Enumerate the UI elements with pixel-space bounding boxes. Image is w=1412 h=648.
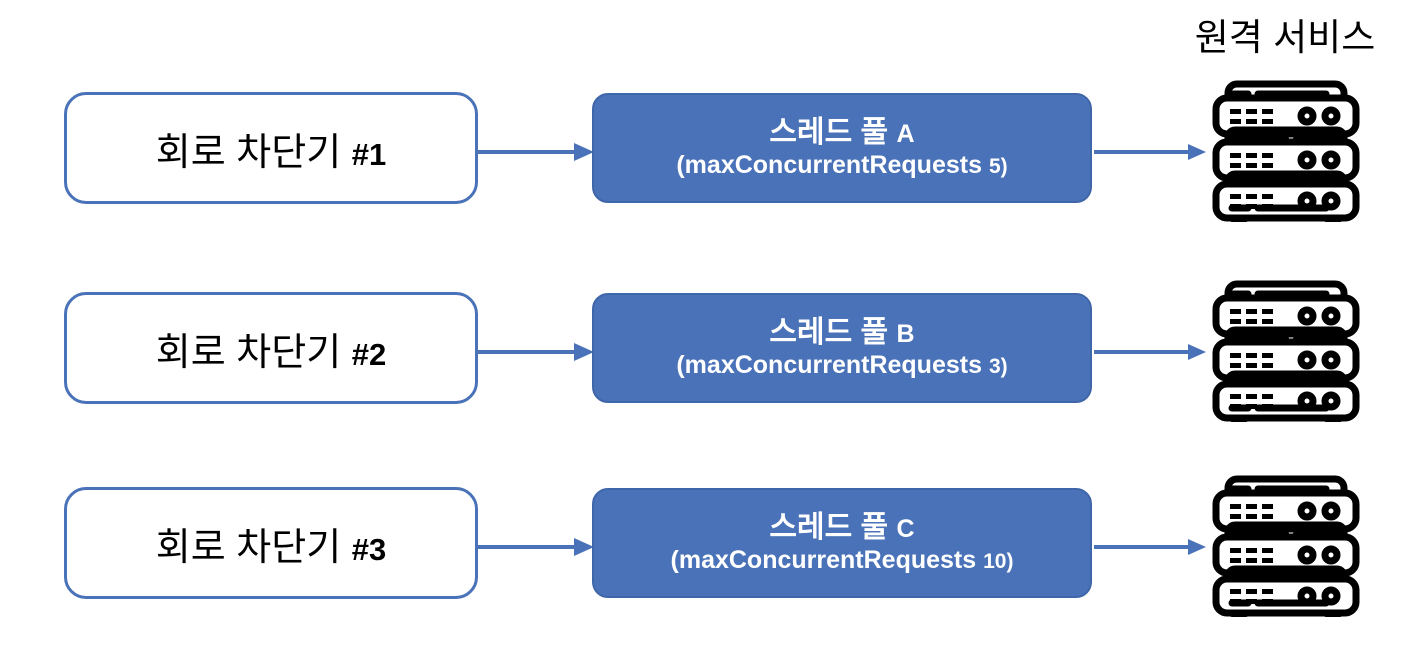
thread-pool-param-value-2: 3) — [988, 355, 1008, 379]
circuit-breaker-text-1: 회로 차단기 — [155, 131, 342, 174]
circuit-breaker-number-1: #1 — [351, 136, 387, 172]
circuit-breaker-label-1: 회로 차단기 #1 — [156, 121, 386, 176]
circuit-breaker-text-3: 회로 차단기 — [155, 526, 342, 569]
remote-service-title: 원격 서비스 — [1194, 17, 1376, 58]
thread-pool-letter-2: B — [896, 319, 915, 348]
thread-pool-subtitle-2: (maxConcurrentRequests 3) — [676, 351, 1007, 380]
arrow-pool-to-service-2 — [1094, 339, 1206, 365]
thread-pool-box-1[interactable]: 스레드 풀 A (maxConcurrentRequests 5) — [592, 93, 1092, 203]
circuit-breaker-box-1[interactable]: 회로 차단기 #1 — [64, 92, 478, 204]
arrow-breaker-to-pool-3 — [478, 534, 594, 560]
circuit-breaker-number-3: #3 — [351, 531, 387, 567]
server-rack-icon-3 — [1202, 475, 1370, 617]
thread-pool-param-label-3: (maxConcurrentRequests — [670, 546, 977, 575]
circuit-breaker-text-2: 회로 차단기 — [155, 331, 342, 374]
circuit-breaker-number-2: #2 — [351, 336, 387, 372]
server-rack-icon-2 — [1202, 280, 1370, 422]
thread-pool-param-value-3: 10) — [983, 550, 1014, 574]
thread-pool-title-2: 스레드 풀 B — [769, 316, 914, 351]
thread-pool-letter-1: A — [896, 119, 915, 148]
thread-pool-name-3: 스레드 풀 — [769, 510, 889, 544]
thread-pool-title-1: 스레드 풀 A — [769, 116, 914, 151]
thread-pool-param-value-1: 5) — [988, 155, 1008, 179]
thread-pool-name-1: 스레드 풀 — [769, 115, 889, 149]
circuit-breaker-box-3[interactable]: 회로 차단기 #3 — [64, 487, 478, 599]
arrow-pool-to-service-1 — [1094, 139, 1206, 165]
thread-pool-param-label-1: (maxConcurrentRequests — [676, 151, 982, 180]
thread-pool-subtitle-1: (maxConcurrentRequests 5) — [676, 151, 1007, 180]
thread-pool-param-label-2: (maxConcurrentRequests — [676, 351, 982, 380]
circuit-breaker-label-2: 회로 차단기 #2 — [156, 321, 386, 376]
arrow-breaker-to-pool-2 — [478, 339, 594, 365]
arrow-pool-to-service-3 — [1094, 534, 1206, 560]
thread-pool-box-3[interactable]: 스레드 풀 C (maxConcurrentRequests 10) — [592, 488, 1092, 598]
arrow-breaker-to-pool-1 — [478, 139, 594, 165]
thread-pool-subtitle-3: (maxConcurrentRequests 10) — [671, 546, 1014, 575]
circuit-breaker-label-3: 회로 차단기 #3 — [156, 516, 386, 571]
server-rack-icon-1 — [1202, 80, 1370, 222]
thread-pool-letter-3: C — [896, 514, 915, 543]
circuit-breaker-box-2[interactable]: 회로 차단기 #2 — [64, 292, 478, 404]
thread-pool-title-3: 스레드 풀 C — [769, 511, 914, 546]
thread-pool-name-2: 스레드 풀 — [769, 315, 889, 349]
thread-pool-box-2[interactable]: 스레드 풀 B (maxConcurrentRequests 3) — [592, 293, 1092, 403]
